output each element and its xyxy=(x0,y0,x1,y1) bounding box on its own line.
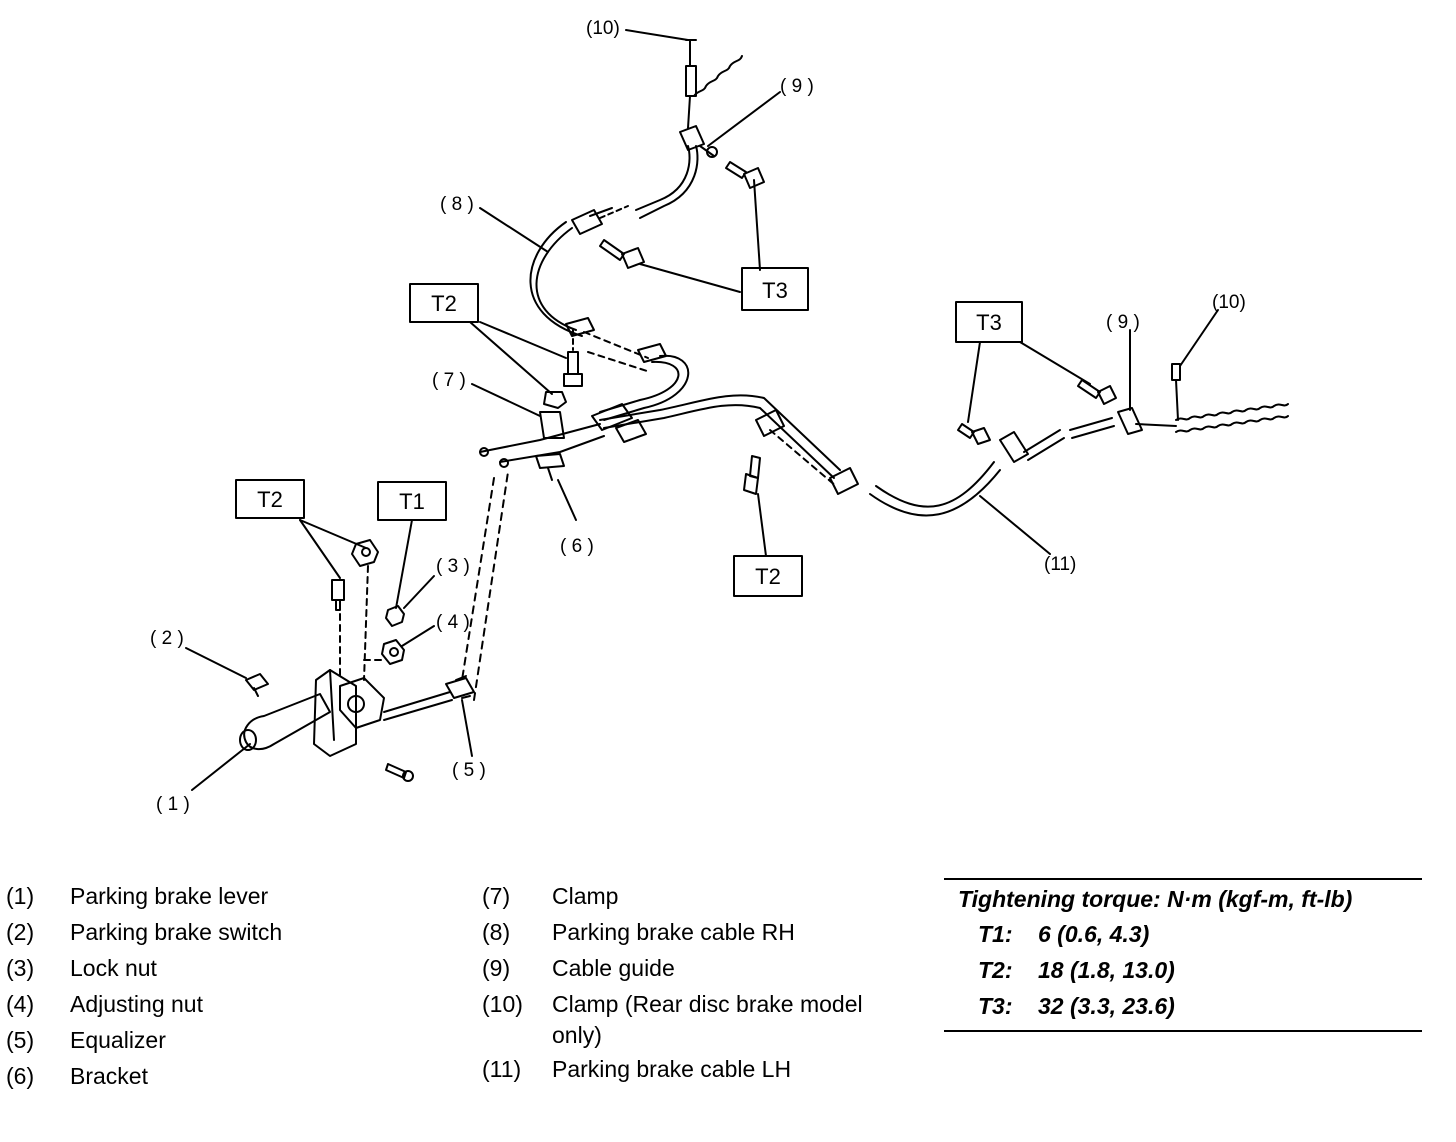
legend-name: Parking brake lever xyxy=(70,883,269,909)
legend-name: Parking brake cable RH xyxy=(552,919,795,945)
torque-key: T1: xyxy=(978,921,1013,947)
legend-num: (6) xyxy=(6,1063,35,1089)
callout-7: ( 7 ) xyxy=(432,370,466,391)
torque-key: T2: xyxy=(978,957,1013,983)
legend-name: Adjusting nut xyxy=(70,991,203,1017)
callout-6: ( 6 ) xyxy=(560,536,594,557)
t2-box-label-lower: T2 xyxy=(755,564,781,589)
parking-brake-exploded-diagram: T3 T2 T2 T1 T2 T3 (10) ( 9 ) ( 8 ) ( 7 )… xyxy=(150,18,1289,815)
legend-item: (9) Cable guide xyxy=(482,950,912,986)
t2-box-label-lever: T2 xyxy=(257,487,283,512)
torque-title: Tightening torque: N·m (kgf-m, ft-lb) xyxy=(958,886,1353,912)
legend-num: (4) xyxy=(6,991,35,1017)
legend-item: (4) Adjusting nut xyxy=(6,986,426,1022)
legend-item: (3) Lock nut xyxy=(6,950,426,986)
torque-row: T2: 18 (1.8, 13.0) xyxy=(944,952,1422,988)
t1-box-label: T1 xyxy=(399,489,425,514)
torque-value: 6 (0.6, 4.3) xyxy=(1038,921,1150,947)
legend-item: (7) Clamp xyxy=(482,878,912,914)
legend-name: Clamp xyxy=(552,883,619,909)
torque-row: T3: 32 (3.3, 23.6) xyxy=(944,988,1422,1024)
legend-middle: (7) Clamp (8) Parking brake cable RH (9) Ca… xyxy=(482,878,912,1087)
legend-item: (11) Parking brake cable LH xyxy=(482,1051,912,1087)
legend-item: (1) Parking brake lever xyxy=(6,878,426,914)
torque-key: T3: xyxy=(978,993,1013,1019)
torque-row: T1: 6 (0.6, 4.3) xyxy=(944,916,1422,952)
rh-cable-drawing xyxy=(529,39,765,439)
legend-left: (1) Parking brake lever (2) Parking brake … xyxy=(6,878,426,1094)
torque-table: Tightening torque: N·m (kgf-m, ft-lb) T1… xyxy=(944,878,1422,1032)
legend-item: (10) Clamp (Rear disc brake model only) xyxy=(482,986,912,1051)
legend-num: (2) xyxy=(6,919,35,945)
callout-10-upper: (10) xyxy=(586,18,620,39)
callout-10-right: (10) xyxy=(1212,292,1246,313)
t3-box-label-upper: T3 xyxy=(762,278,788,303)
callout-4: ( 4 ) xyxy=(436,612,470,633)
legend-name: Clamp (Rear disc brake model only) xyxy=(552,991,863,1048)
leader-lines xyxy=(185,29,1219,791)
torque-bottom-rule xyxy=(944,1030,1422,1032)
legend-name: Parking brake cable LH xyxy=(552,1056,792,1082)
torque-value: 32 (3.3, 23.6) xyxy=(1038,993,1175,1019)
legend-item: (8) Parking brake cable RH xyxy=(482,914,912,950)
legend-name: Lock nut xyxy=(70,955,157,981)
legend-num: (3) xyxy=(6,955,35,981)
legend-name: Equalizer xyxy=(70,1027,166,1053)
legend-item: (6) Bracket xyxy=(6,1058,426,1094)
callout-5: ( 5 ) xyxy=(452,760,486,781)
torque-boxes xyxy=(235,267,1023,597)
legend-num: (5) xyxy=(6,1027,35,1053)
legend-num: (10) xyxy=(482,991,523,1017)
legend-name: Bracket xyxy=(70,1063,148,1089)
legend-name: Parking brake switch xyxy=(70,919,283,945)
lh-cable-drawing xyxy=(479,363,1289,517)
legend-item: (2) Parking brake switch xyxy=(6,914,426,950)
t3-box-label-right: T3 xyxy=(976,310,1002,335)
t2-box-label-mid: T2 xyxy=(431,291,457,316)
callout-8: ( 8 ) xyxy=(440,194,474,215)
callout-11: (11) xyxy=(1044,554,1076,575)
callout-9-upper: ( 9 ) xyxy=(780,76,814,97)
callout-2: ( 2 ) xyxy=(150,628,184,649)
legend-name: Cable guide xyxy=(552,955,675,981)
legend-num: (11) xyxy=(482,1056,522,1082)
torque-value: 18 (1.8, 13.0) xyxy=(1038,957,1175,983)
callout-1: ( 1 ) xyxy=(156,794,190,815)
lever-assembly-drawing xyxy=(239,471,509,782)
legend-item: (5) Equalizer xyxy=(6,1022,426,1058)
callout-3: ( 3 ) xyxy=(436,556,470,577)
torque-top-rule xyxy=(944,878,1422,880)
legend-num: (9) xyxy=(482,955,511,981)
legend-num: (1) xyxy=(6,883,35,909)
callout-9-right: ( 9 ) xyxy=(1106,312,1140,333)
legend-num: (7) xyxy=(482,883,511,909)
legend-num: (8) xyxy=(482,919,511,945)
